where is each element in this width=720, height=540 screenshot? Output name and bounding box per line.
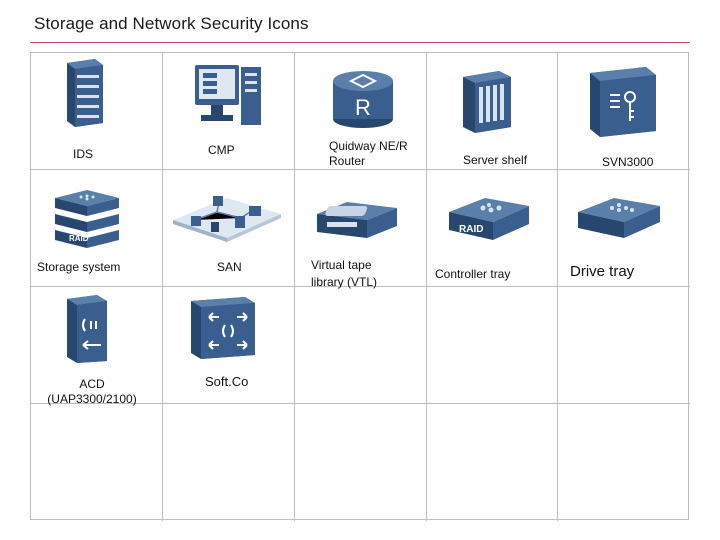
page-title: Storage and Network Security Icons xyxy=(34,14,309,33)
cell-drive-tray: Drive tray xyxy=(558,170,690,287)
vtl-label-line1: Virtual tape xyxy=(311,258,372,272)
san-label: SAN xyxy=(217,260,242,274)
cell-ids: IDS xyxy=(31,53,163,170)
server-shelf-icon xyxy=(463,71,511,133)
cell-vtl: Virtual tape library (VTL) xyxy=(295,170,427,289)
storage-system-icon: RAID xyxy=(55,190,119,248)
cell-empty-r4c3 xyxy=(295,404,427,521)
router-label-line1: Quidway NE/R xyxy=(329,139,408,153)
router-letter: R xyxy=(355,95,371,120)
raid-tray-text: RAID xyxy=(459,224,483,235)
cell-empty-r3c4 xyxy=(427,287,558,404)
router-label-line2: Router xyxy=(329,154,366,168)
cell-storage-system: RAID Storage system xyxy=(31,170,163,287)
cell-router: R Quidway NE/R Router xyxy=(295,53,427,170)
acd-label-line1: ACD xyxy=(79,377,105,391)
acd-icon xyxy=(67,295,107,363)
cmp-label: CMP xyxy=(208,143,235,157)
softco-icon xyxy=(191,297,255,359)
title-divider xyxy=(30,42,690,43)
router-icon: R xyxy=(333,71,393,128)
cell-empty-r4c4 xyxy=(427,404,558,521)
ids-server-icon xyxy=(67,59,103,127)
storage-system-label: Storage system xyxy=(37,260,121,274)
cell-san: SAN xyxy=(163,170,295,287)
ids-label: IDS xyxy=(73,147,94,161)
cell-empty-r4c2 xyxy=(163,404,295,521)
server-shelf-label: Server shelf xyxy=(463,153,528,167)
softco-label: Soft.Co xyxy=(205,374,249,389)
cell-empty-r4c5 xyxy=(558,404,690,521)
drive-tray-label: Drive tray xyxy=(570,263,635,280)
raid-text: RAID xyxy=(69,234,89,243)
cell-acd: ACD (UAP3300/2100) xyxy=(31,287,163,406)
svn-label: SVN3000 xyxy=(602,155,654,169)
cmp-workstation-icon xyxy=(195,65,261,125)
cell-empty-r3c5 xyxy=(558,287,690,404)
vtl-icon xyxy=(317,202,397,238)
icon-grid: IDS CMP R Quidway NE/R Router xyxy=(30,52,690,521)
cell-empty-r3c3 xyxy=(295,287,427,404)
controller-tray-icon: RAID xyxy=(449,198,529,240)
drive-tray-icon xyxy=(578,198,660,238)
san-icon xyxy=(173,196,281,242)
cell-svn: SVN3000 xyxy=(558,53,690,170)
cell-empty-r4c1 xyxy=(31,404,163,521)
controller-tray-label: Controller tray xyxy=(435,267,511,281)
svn-security-icon xyxy=(590,67,656,137)
vtl-label-line2: library (VTL) xyxy=(311,275,378,289)
cell-cmp: CMP xyxy=(163,53,295,170)
cell-softco: Soft.Co xyxy=(163,287,295,404)
cell-server-shelf: Server shelf xyxy=(427,53,558,170)
acd-label-line2: (UAP3300/2100) xyxy=(47,392,137,406)
cell-controller-tray: RAID Controller tray xyxy=(427,170,558,287)
